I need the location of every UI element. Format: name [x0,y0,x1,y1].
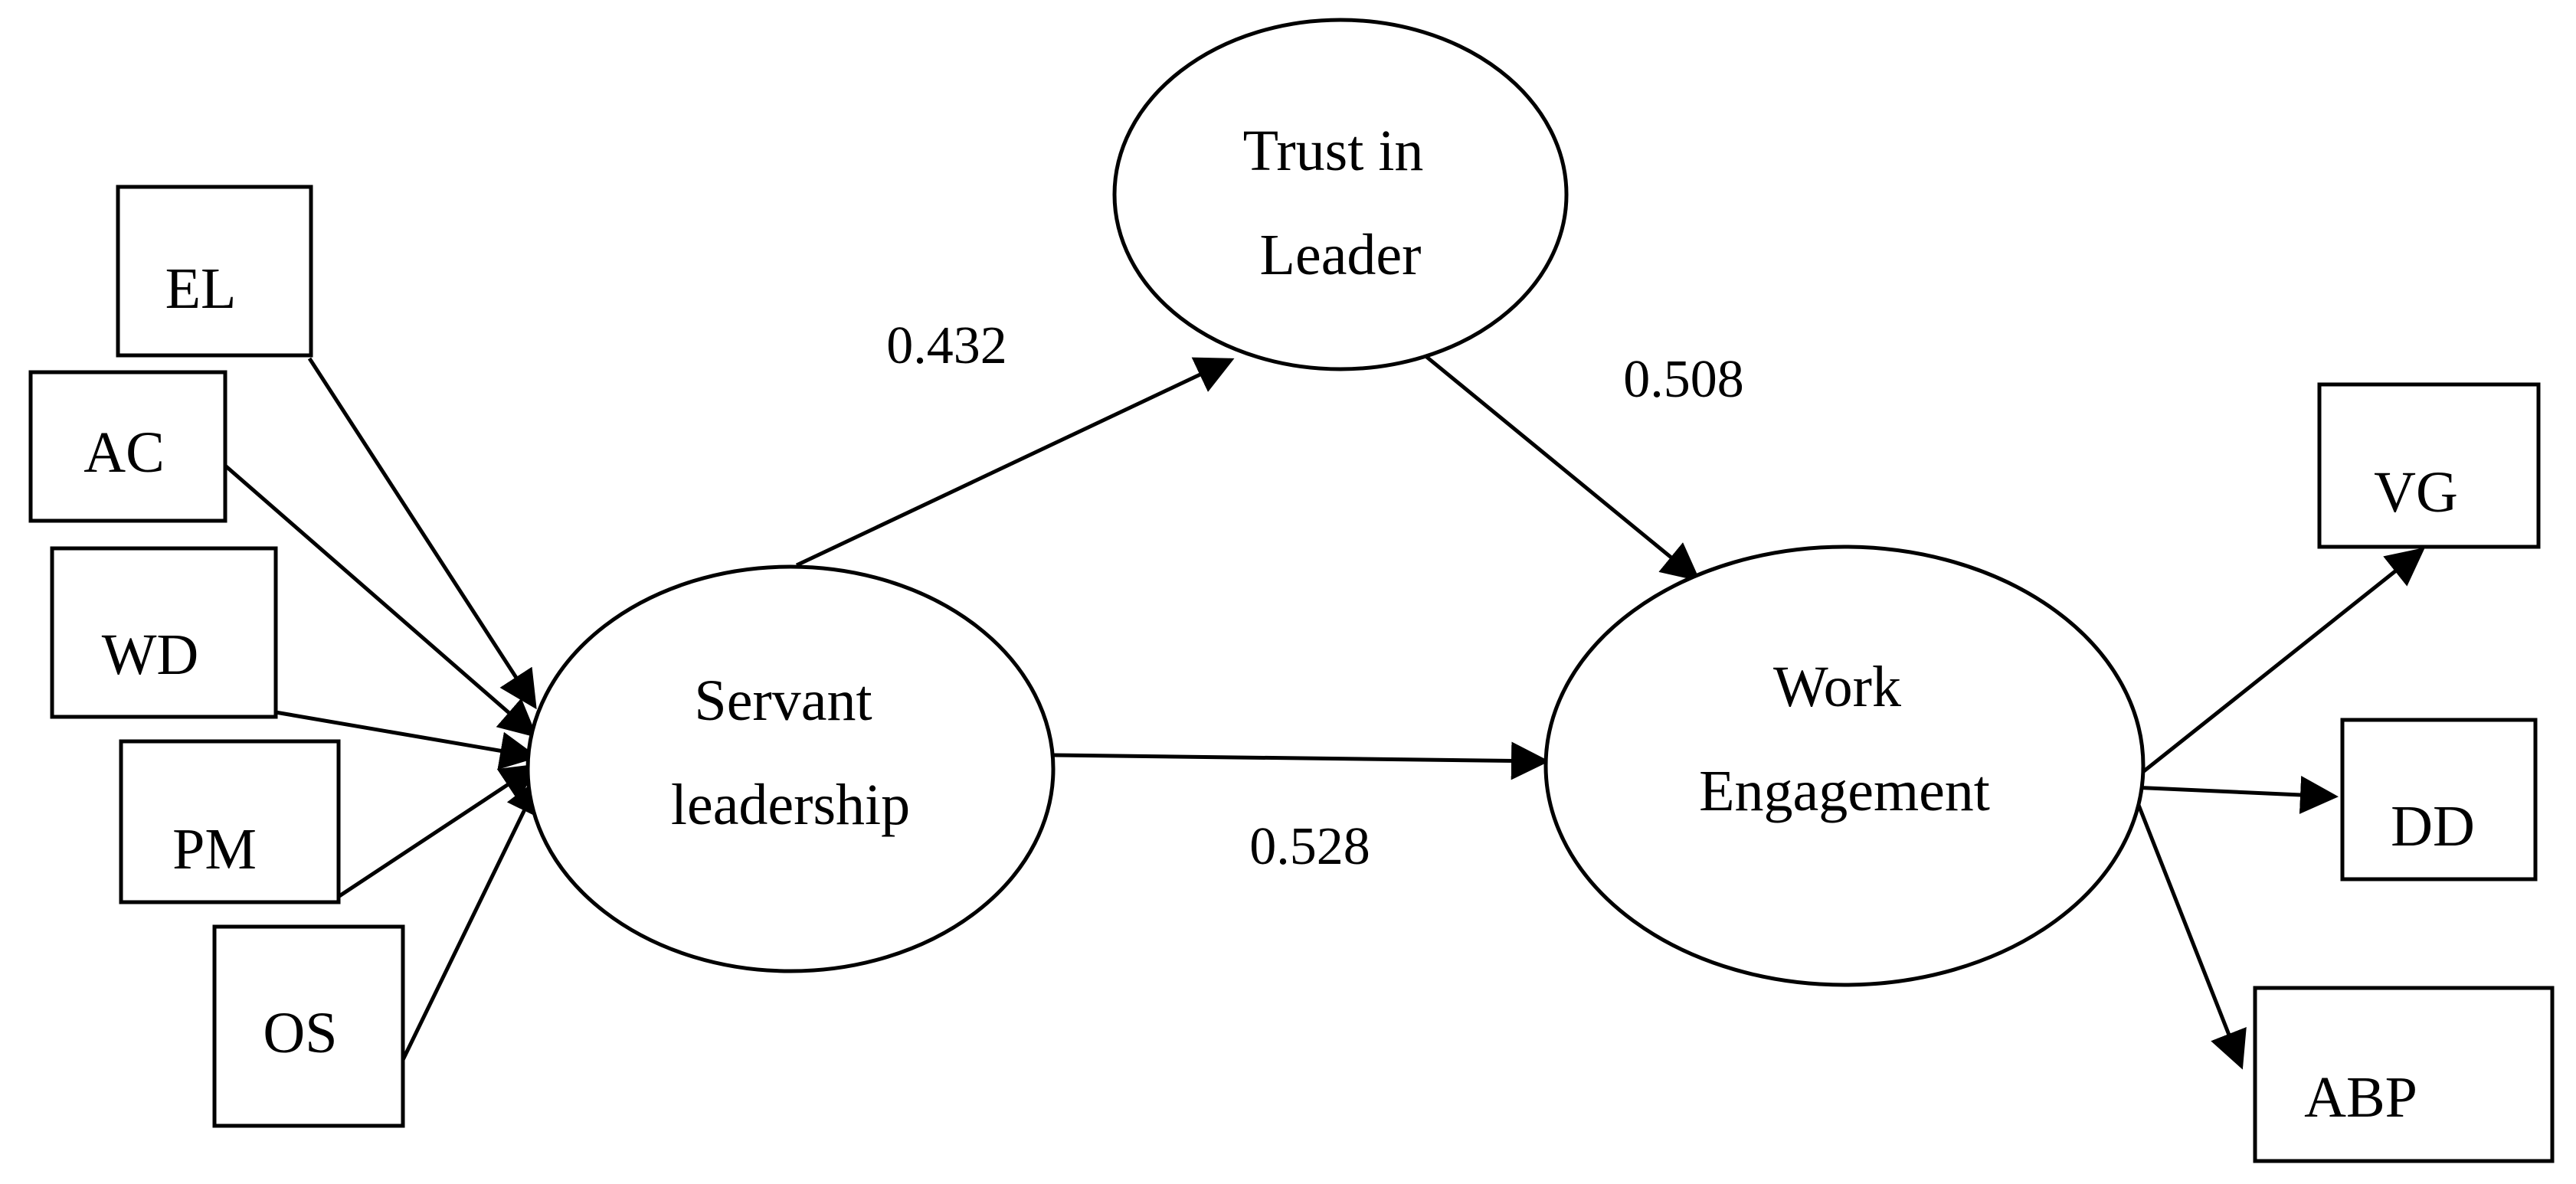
indicator-box-pm: PM [119,739,341,904]
indicator-label-abp: ABP [2304,1065,2417,1130]
indicator-label-os: OS [263,1001,337,1065]
indicator-box-ac: AC [28,370,227,523]
indicator-box-abp: ABP [2253,986,2555,1163]
edges [224,354,2425,1070]
coefficient-servant-to-engagement: 0.528 [1249,817,1370,876]
indicator-box-dd: DD [2340,718,2538,881]
arrow-os-to-servant-leadership [399,776,542,1065]
construct-engagement-label: Work Engagement [1699,655,1990,823]
arrow-engagement-to-dd [2132,775,2339,814]
indicator-box-vg: VG [2317,382,2541,549]
coefficient-trust-to-engagement: 0.508 [1623,350,1744,409]
arrow-ac-to-servant-leadership [224,464,538,738]
indicator-box-el: EL [116,185,313,358]
indicator-label-wd: WD [102,623,199,687]
construct-trust-label: Trust in Leader [1243,119,1439,287]
indicator-label-pm: PM [172,817,257,881]
arrow-servant-to-trust [795,357,1235,567]
indicator-box-wd: WD [50,546,278,719]
arrow-trust-to-engagement [1423,354,1700,582]
indicator-label-ac: AC [83,420,165,485]
indicator-label-vg: VG [2374,460,2458,525]
construct-servant-leadership: Servant leadership [525,564,1056,973]
indicator-box-os: OS [212,924,405,1128]
arrow-engagement-to-vg [2128,547,2425,784]
arrow-engagement-to-abp [2132,793,2247,1070]
arrow-servant-to-engagement [1053,741,1550,780]
indicator-label-el: EL [165,257,237,321]
construct-trust-in-leader: Trust in Leader [1112,18,1569,371]
construct-work-engagement: Work Engagement [1543,545,2146,987]
arrow-wd-to-servant-leadership [266,708,538,770]
arrow-el-to-servant-leadership [307,357,537,710]
construct-servant-label: Servant leadership [671,669,910,837]
coefficient-servant-to-trust: 0.432 [886,316,1007,375]
indicator-label-dd: DD [2391,794,2475,859]
arrow-pm-to-servant-leadership [336,764,540,900]
